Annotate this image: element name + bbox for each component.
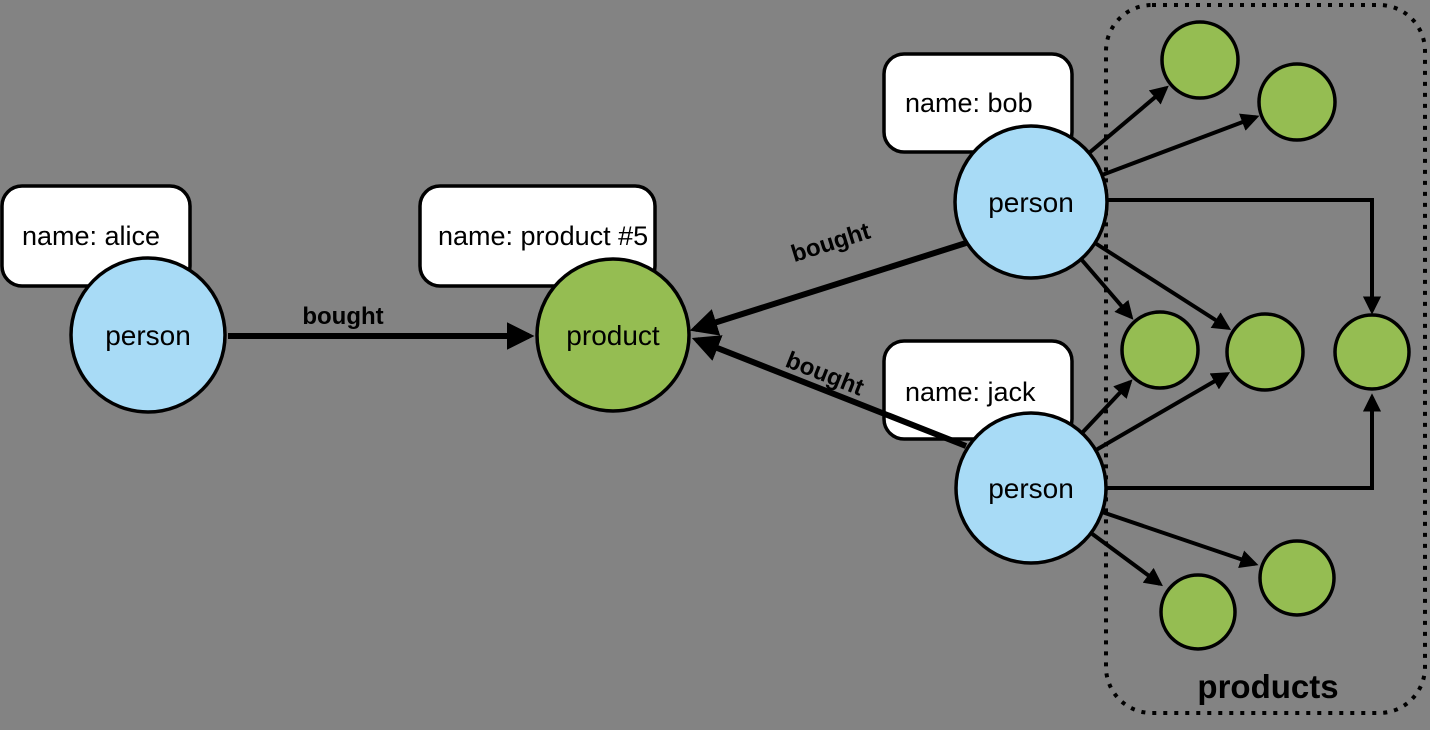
edge-label-bought: bought (302, 303, 383, 330)
anonymous-product-nodes (1120, 20, 1411, 651)
node-type-label: person (988, 187, 1074, 218)
edge-jack-product-mid2 (1094, 372, 1231, 452)
edge-bob-product-top1 (1087, 85, 1169, 155)
product-node (1159, 573, 1237, 651)
property-text: name: bob (905, 88, 1033, 118)
property-text: name: alice (22, 221, 160, 251)
bob-product-edges (1079, 85, 1382, 330)
edge-jack-product-mid1 (1080, 379, 1133, 435)
node-alice: person (69, 256, 227, 414)
edge-bob-product-mid3-elbow (1107, 198, 1382, 315)
edge-bob-product-top2 (1101, 113, 1260, 177)
property-text: name: product #5 (438, 221, 648, 251)
product-node (1225, 312, 1305, 392)
products-cluster-label: products (1197, 668, 1338, 705)
product-node (1160, 20, 1240, 100)
node-product5: product (535, 257, 691, 413)
edge-bob-product5 (689, 240, 967, 336)
edge-jack-product-mid3-elbow (1107, 393, 1382, 490)
person-node-circle (953, 124, 1109, 280)
node-type-label: product (566, 320, 660, 351)
node-type-label: person (988, 473, 1074, 504)
edge-bob-product-mid2 (1093, 241, 1232, 330)
product-node (1257, 62, 1337, 142)
person-node-circle (954, 411, 1108, 565)
edge-jack-product5 (691, 335, 968, 449)
bought-edge-alice: bought (228, 303, 535, 350)
person-node-circle (69, 256, 227, 414)
edge-jack-product-bottom1 (1089, 531, 1163, 587)
edge-bob-product-mid1 (1079, 257, 1134, 320)
edge-jack-product-bottom2 (1101, 510, 1259, 568)
products-cluster-border (1104, 3, 1427, 715)
product-node (1120, 310, 1200, 390)
products-cluster: products (1104, 3, 1427, 715)
property-text: name: jack (905, 377, 1036, 407)
node-type-label: person (105, 320, 191, 351)
product-node (1333, 313, 1411, 391)
jack-product-edges (1080, 372, 1382, 587)
product-node-circle (535, 257, 691, 413)
node-jack: person (954, 411, 1108, 565)
product-node (1258, 539, 1336, 617)
node-bob: person (953, 124, 1109, 280)
